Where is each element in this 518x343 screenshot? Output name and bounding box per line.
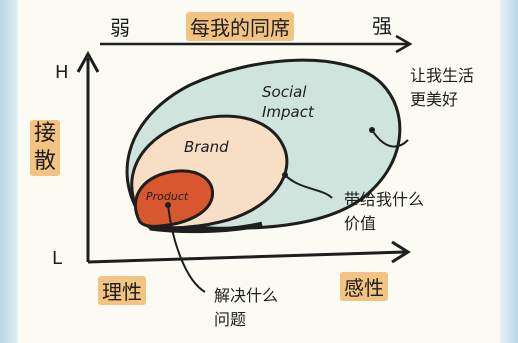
base-stroke bbox=[149, 221, 263, 234]
dot-social bbox=[369, 127, 375, 133]
label-ring-brand: Brand bbox=[184, 138, 229, 156]
label-bottom-right: 感性 bbox=[340, 272, 388, 301]
x-axis-arrow-icon bbox=[391, 240, 411, 264]
annotation-brand: 带给我什么 价值 bbox=[344, 190, 425, 233]
leader-social bbox=[371, 129, 409, 148]
leader-product bbox=[167, 204, 206, 293]
y-axis-arrow-icon bbox=[76, 50, 100, 73]
x-axis bbox=[87, 250, 406, 264]
label-ring-product: Product bbox=[146, 190, 189, 203]
label-bottom-left: 理性 bbox=[98, 276, 146, 305]
label-top-left: 弱 bbox=[110, 16, 130, 40]
label-ring-social: Social Impact bbox=[262, 83, 314, 121]
dot-product bbox=[165, 202, 171, 208]
label-top-center: 每我的同席 bbox=[186, 12, 294, 41]
label-top-right: 强 bbox=[372, 14, 392, 38]
top-axis-arrow-icon bbox=[395, 34, 413, 54]
annotation-product: 解决什么 问题 bbox=[214, 286, 279, 329]
label-y-axis-title: 接 散 bbox=[30, 120, 61, 176]
label-y-high: H bbox=[55, 62, 69, 83]
leader-brand bbox=[284, 174, 333, 199]
dot-brand bbox=[282, 172, 288, 178]
label-y-low: L bbox=[52, 248, 63, 269]
annotation-social: 让我生活 更美好 bbox=[410, 66, 475, 109]
